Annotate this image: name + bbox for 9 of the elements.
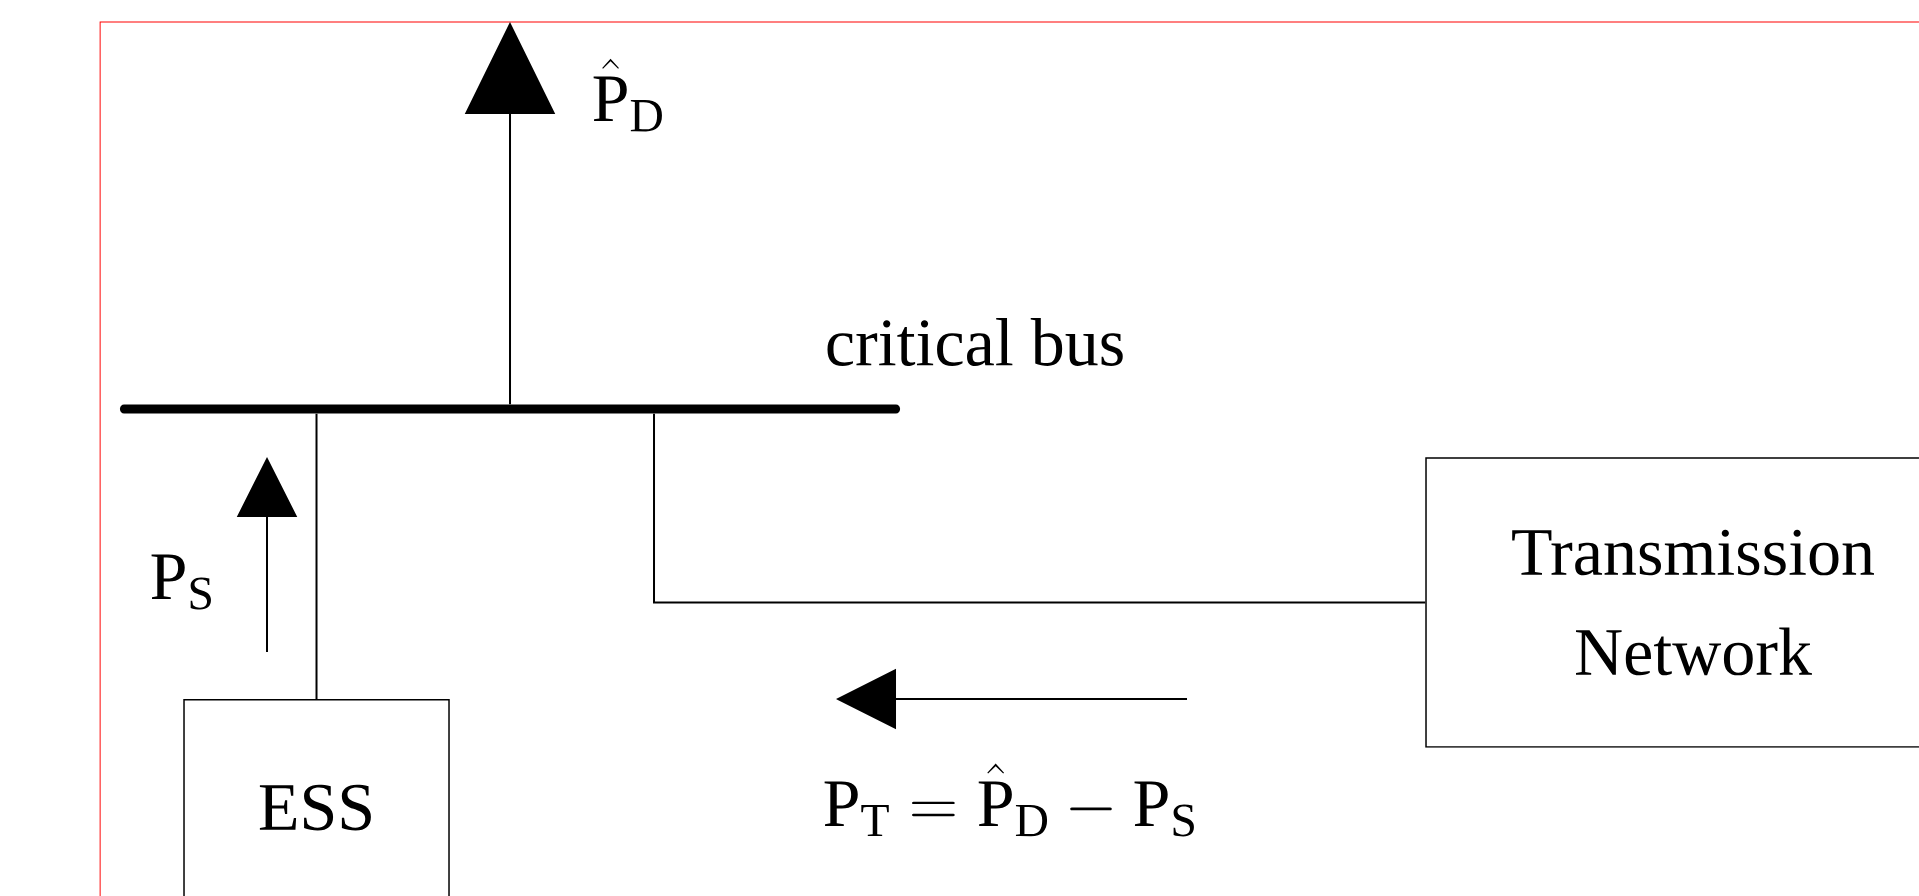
flow-label: $\mathrm{P}_{\mathrm{T}} = \hat{\mathrm{P}}_{\mathrm{D}} - \mathrm{P}_{\mathrm{S}}$: [824, 763, 1194, 837]
network-box: Transmission Network: [1425, 457, 1919, 748]
storage-box: ESS: [183, 699, 450, 896]
connector-line: [315, 412, 318, 700]
connector-line: [653, 412, 1427, 604]
bus-label: critical bus: [827, 318, 1123, 366]
flow-label: $\mathrm{P}_{\mathrm{S}}$: [151, 554, 211, 610]
bus-bar: [120, 404, 900, 414]
flow-label: $\hat{\mathrm{P}}_{\mathrm{D}}$: [593, 58, 662, 132]
